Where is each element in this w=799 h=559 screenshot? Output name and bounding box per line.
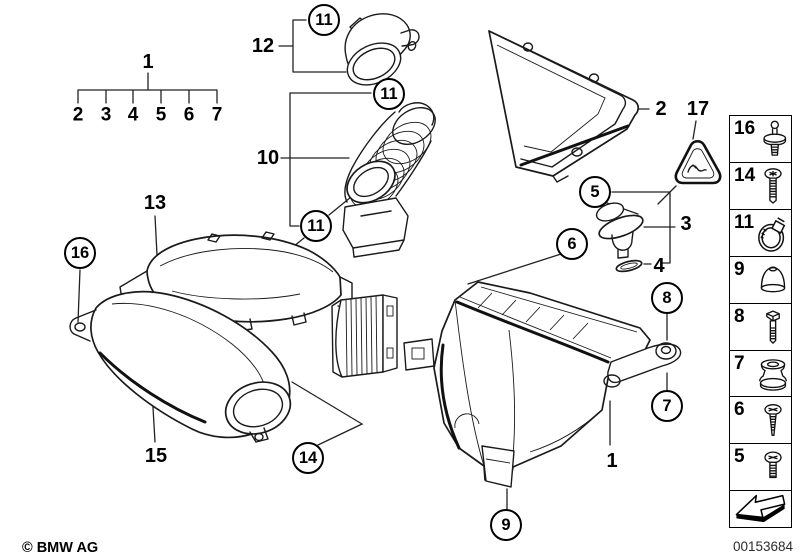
hose-clamp-icon — [756, 213, 790, 256]
corrugated-intake-boot — [342, 102, 436, 258]
legend-number: 11 — [734, 211, 755, 233]
self-tapping-screw-icon — [756, 400, 790, 443]
callout-group-1[interactable]: 1 — [142, 51, 154, 73]
o-ring — [615, 259, 643, 273]
legend-number: 9 — [734, 258, 745, 280]
circled-callout-9[interactable]: 9 — [490, 509, 522, 541]
legend-item-6[interactable]: 6 — [729, 396, 792, 445]
callout-4-ref[interactable]: 4 — [127, 104, 139, 126]
rubber-grommet-icon — [756, 354, 790, 397]
legend-item-7[interactable]: 7 — [729, 349, 792, 399]
circled-callout-14[interactable]: 14 — [292, 442, 324, 474]
callout-1[interactable]: 1 — [606, 450, 618, 472]
legend-number: 16 — [734, 118, 756, 139]
callout-13[interactable]: 13 — [143, 192, 167, 214]
callout-6-ref[interactable]: 6 — [183, 104, 195, 126]
direction-arrow-icon — [732, 490, 790, 529]
copyright-text: © BMW AG — [22, 540, 99, 556]
callout-12[interactable]: 12 — [251, 35, 275, 57]
intake-silencer-housing — [403, 281, 682, 488]
circled-callout-6[interactable]: 6 — [556, 228, 588, 260]
air-filter-cover — [488, 30, 639, 183]
bellows-connector — [331, 294, 398, 378]
circled-callout-7[interactable]: 7 — [651, 390, 683, 422]
warning-triangle — [674, 139, 722, 185]
legend-direction-arrow[interactable] — [729, 490, 792, 529]
part-number-text: 00153684 — [733, 539, 794, 554]
circled-callout-5[interactable]: 5 — [579, 176, 611, 208]
callout-3[interactable]: 3 — [680, 213, 692, 235]
callout-4[interactable]: 4 — [653, 255, 665, 277]
callout-7-ref[interactable]: 7 — [211, 104, 223, 126]
legend-item-8[interactable]: 8 — [729, 302, 792, 352]
callout-2[interactable]: 2 — [655, 98, 667, 120]
callout-2-ref[interactable]: 2 — [72, 104, 84, 126]
intake-funnel — [344, 13, 420, 86]
hex-bolt-icon — [756, 307, 790, 350]
legend-number: 8 — [734, 305, 745, 327]
legend-number: 7 — [734, 352, 745, 374]
circled-callout-16[interactable]: 16 — [64, 237, 96, 269]
legend-item-14[interactable]: 14 — [729, 161, 792, 211]
legend-item-11[interactable]: 11 — [729, 208, 792, 258]
callout-17[interactable]: 17 — [686, 98, 710, 120]
callout-5-ref[interactable]: 5 — [155, 104, 167, 126]
fastener-legend: 16 14 — [729, 115, 792, 529]
legend-number: 6 — [734, 399, 745, 421]
intake-temperature-sensor — [595, 202, 644, 259]
callout-10[interactable]: 10 — [256, 147, 280, 169]
rubber-cap-icon — [756, 260, 790, 303]
pan-head-screw-icon — [756, 447, 790, 490]
expanding-rivet-icon — [756, 119, 790, 162]
callout-3-ref[interactable]: 3 — [100, 104, 112, 126]
callout-15[interactable]: 15 — [144, 445, 168, 467]
legend-number: 14 — [734, 164, 756, 186]
circled-callout-11-bottom[interactable]: 11 — [300, 210, 332, 242]
circled-callout-11-top[interactable]: 11 — [308, 4, 340, 36]
circled-callout-11-middle[interactable]: 11 — [373, 78, 405, 110]
lower-intake-duct — [69, 290, 292, 443]
long-screw-icon — [756, 166, 790, 209]
legend-number: 5 — [734, 446, 745, 468]
legend-item-9[interactable]: 9 — [729, 255, 792, 305]
circled-callout-8[interactable]: 8 — [651, 282, 683, 314]
legend-item-16[interactable]: 16 — [729, 115, 792, 164]
legend-item-5[interactable]: 5 — [729, 443, 792, 492]
